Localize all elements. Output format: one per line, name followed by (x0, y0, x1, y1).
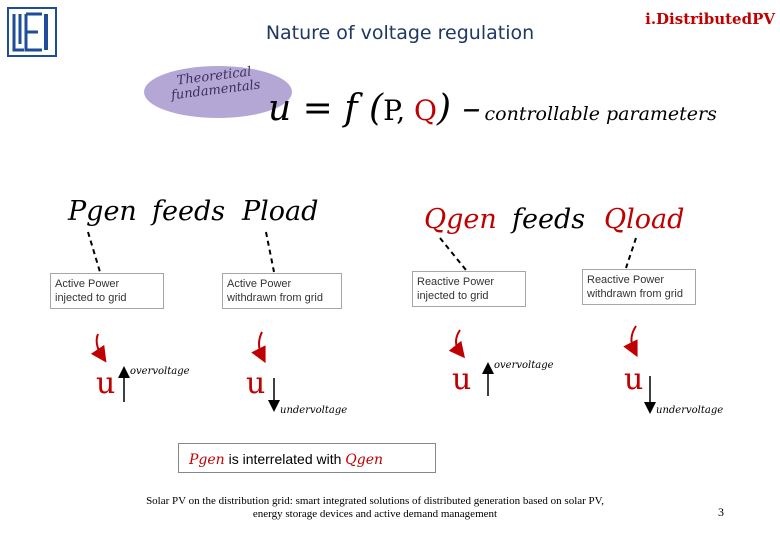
note-pgen: Pgen (189, 452, 225, 468)
footer-text: Solar PV on the distribution grid: smart… (100, 495, 650, 521)
pgen-connector (87, 231, 101, 273)
qload-curve-arrow (623, 325, 638, 358)
formula-u: u (268, 88, 292, 129)
interrelation-note: Pgen is interrelated with Qgen (178, 443, 436, 473)
brand-label: i.DistributedPV (645, 10, 775, 28)
qgen-box: Reactive Power injected to grid (412, 271, 526, 307)
formula-eq: = f ( (291, 88, 384, 129)
pgen-box: Active Power injected to grid (50, 273, 164, 309)
qgen-heading: Qgen (424, 204, 497, 235)
footer-line1: Solar PV on the distribution grid: smart… (146, 495, 604, 507)
qload-connector (625, 237, 637, 269)
qgen-effect: overvoltage (494, 360, 554, 371)
qload-box: Reactive Power withdrawn from grid (582, 269, 696, 305)
formula-p: P (383, 94, 397, 127)
qload-u: u (624, 362, 644, 397)
formula-close: ) (437, 88, 452, 129)
note-qgen: Qgen (345, 452, 384, 468)
theory-bubble (144, 66, 292, 118)
qload-effect: undervoltage (656, 405, 724, 416)
pload-u: u (246, 366, 266, 401)
pload-box: Active Power withdrawn from grid (222, 273, 342, 309)
pgen-curve-arrow (90, 333, 107, 363)
formula-dash: – (451, 88, 481, 129)
feeds-label-2: feeds (512, 204, 586, 235)
formula-comma: , (396, 94, 415, 127)
qgen-connector (439, 237, 467, 271)
note-mid: is interrelated with (224, 451, 346, 467)
pgen-heading: Pgen (68, 196, 137, 227)
formula-q: Q (414, 94, 438, 127)
voltage-formula: u = f (P, Q) –controllable parameters (268, 88, 717, 129)
pload-connector (265, 231, 275, 273)
lei-logo (6, 6, 58, 58)
pload-curve-arrow (251, 331, 266, 364)
qload-heading: Qload (604, 204, 685, 235)
pload-heading: Pload (242, 196, 319, 227)
page-number: 3 (718, 505, 724, 519)
pgen-u: u (96, 366, 116, 401)
formula-controllable: controllable parameters (484, 103, 717, 125)
page-title: Nature of voltage regulation (265, 22, 535, 44)
pgen-effect: overvoltage (130, 366, 190, 377)
pload-effect: undervoltage (280, 405, 348, 416)
qgen-u: u (452, 362, 472, 397)
feeds-label-1: feeds (152, 196, 226, 227)
footer-line2: energy storage devices and active demand… (252, 508, 498, 520)
qgen-curve-arrow (448, 329, 465, 359)
